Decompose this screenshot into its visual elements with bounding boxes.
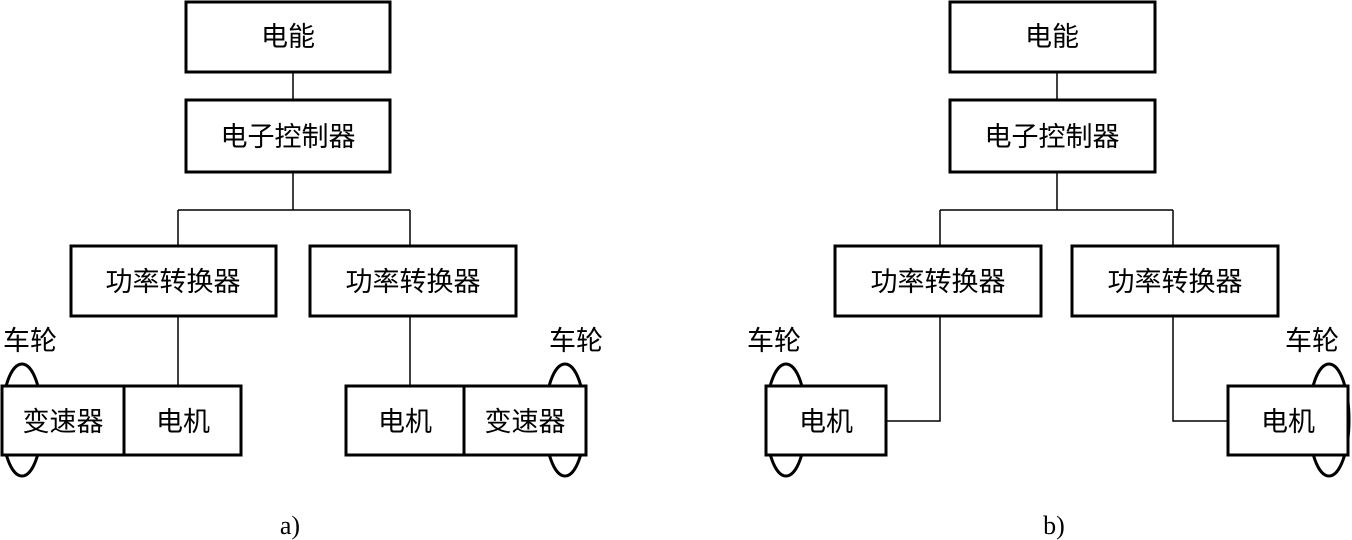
wheel-right-label: 车轮 [1285,326,1339,357]
diagram-a: 电能 电子控制器 功率转换器 功率转换器 车轮 变速器 电机 车轮 [0,0,603,540]
wheel-left-label: 车轮 [3,326,57,357]
motor-left-box: 电机 [764,384,888,457]
motor-right-box: 电机 [344,384,466,457]
diagram-a-connectors [177,72,411,386]
diagram-b-caption: b) [1043,511,1065,540]
gearbox-right-box: 变速器 [462,384,588,457]
wheel-right-label: 车轮 [549,326,603,357]
converter-left-box: 功率转换器 [833,244,1043,318]
motor-left-label: 电机 [799,407,853,438]
wheel-left-label: 车轮 [747,326,801,357]
motor-right-label: 电机 [378,407,432,438]
diagram-b: 电能 电子控制器 功率转换器 功率转换器 车轮 电机 车轮 电机 b) [747,0,1351,540]
controller-label: 电子控制器 [221,122,356,153]
power-source-label: 电能 [261,22,315,53]
power-source-label: 电能 [1025,22,1079,53]
motor-left-box: 电机 [122,384,243,457]
gearbox-right-label: 变速器 [485,407,566,438]
diagram-b-connectors [886,72,1228,422]
controller-box: 电子控制器 [948,98,1157,174]
converter-right-box: 功率转换器 [1070,244,1280,318]
converter-right-label: 功率转换器 [1108,267,1243,298]
controller-box: 电子控制器 [184,98,392,174]
converter-right-box: 功率转换器 [308,244,518,318]
motor-left-label: 电机 [156,407,210,438]
motor-right-label: 电机 [1261,407,1315,438]
converter-right-label: 功率转换器 [346,267,481,298]
converter-left-label: 功率转换器 [106,267,241,298]
power-source-box: 电能 [184,0,392,74]
converter-left-box: 功率转换器 [69,244,278,318]
diagram-a-caption: a) [280,511,300,540]
gearbox-left-box: 变速器 [0,384,126,457]
converter-left-label: 功率转换器 [871,267,1006,298]
controller-label: 电子控制器 [985,122,1120,153]
gearbox-left-label: 变速器 [23,407,104,438]
power-source-box: 电能 [948,0,1157,74]
motor-right-box: 电机 [1226,384,1350,457]
